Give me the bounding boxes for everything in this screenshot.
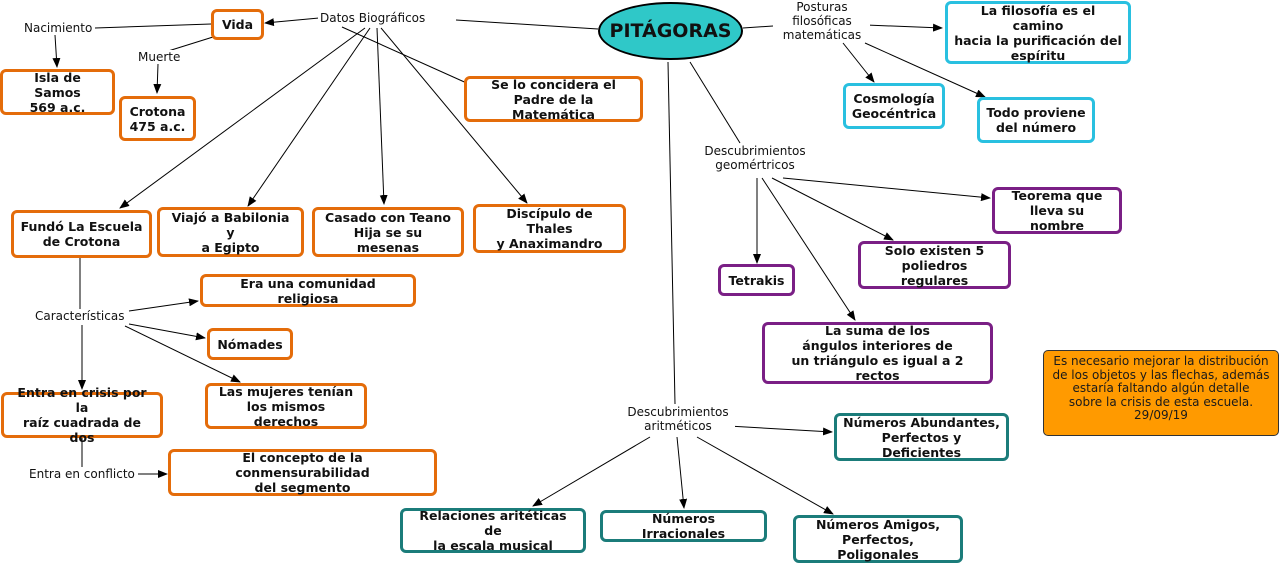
node-isla-samos[interactable]: Isla de Samos 569 a.c.	[0, 69, 115, 115]
label-entra-en-conflicto: Entra en conflicto	[27, 467, 137, 481]
node-comunidad-religiosa[interactable]: Era una comunidad religiosa	[200, 274, 416, 307]
note-callout: Es necesario mejorar la distribución de …	[1043, 350, 1279, 436]
node-poliedros[interactable]: Solo existen 5 poliedros regulares	[858, 241, 1011, 289]
node-vida[interactable]: Vida	[211, 9, 264, 40]
edge-muerte-crotona	[153, 63, 162, 94]
node-relaciones[interactable]: Relaciones aritéticas de la escala music…	[400, 508, 586, 553]
node-conmensurabilidad[interactable]: El concepto de la conmensurabilidad del …	[168, 449, 437, 496]
node-todo-numero[interactable]: Todo proviene del número	[977, 97, 1095, 143]
node-viajo[interactable]: Viajó a Babilonia y a Egipto	[157, 207, 304, 257]
edge-posturas-todo	[864, 42, 986, 98]
node-teorema[interactable]: Teorema que lleva su nombre	[992, 187, 1122, 234]
node-crotona[interactable]: Crotona 475 a.c.	[119, 96, 196, 141]
node-amigos[interactable]: Números Amigos, Perfectos, Poligonales	[793, 515, 963, 563]
edge-ar-amigos	[696, 436, 834, 515]
label-datos-biograficos: Datos Biográficos	[318, 11, 428, 25]
node-tetrakis[interactable]: Tetrakis	[718, 264, 795, 296]
edge-datos-fundo	[119, 27, 366, 209]
label-muerte: Muerte	[136, 50, 183, 64]
node-irracionales[interactable]: Números Irracionales	[600, 510, 767, 542]
edge-car-comunidad	[128, 298, 199, 312]
edge-datos-vida	[264, 17, 320, 27]
label-caracteristicas: Características	[33, 309, 127, 323]
edge-datos-viajo	[247, 27, 371, 207]
label-desc-geometricos: Descubrimientos geomértricos	[698, 144, 812, 172]
node-mujeres[interactable]: Las mujeres tenían los mismos derechos	[205, 383, 367, 429]
edge-main-datos	[455, 19, 599, 30]
edge-datos-padre	[341, 26, 481, 90]
edge-vida-muerte	[164, 36, 214, 53]
node-padre-matematica[interactable]: Se lo concidera el Padre de la Matemátic…	[464, 76, 643, 122]
edge-datos-casado	[376, 27, 388, 205]
node-cosmologia[interactable]: Cosmología Geocéntrica	[843, 83, 945, 129]
node-crisis[interactable]: Entra en crisis por la raíz cuadrada de …	[1, 385, 163, 445]
edge-geo-teorema	[782, 177, 991, 202]
edge-nacimiento-samos	[52, 34, 61, 68]
edge-car-nomades	[128, 323, 206, 341]
main-topic-node[interactable]: PITÁGORAS	[598, 2, 743, 60]
node-discipulo[interactable]: Discípulo de Thales y Anaximandro	[473, 204, 626, 253]
node-abundantes[interactable]: Números Abundantes, Perfectos y Deficien…	[834, 413, 1009, 461]
edge-main-aritmeticos	[667, 61, 676, 405]
node-fundo-escuela[interactable]: Fundó La Escuela de Crotona	[11, 210, 152, 258]
node-suma-angulos[interactable]: La suma de los ángulos interiores de un …	[762, 322, 993, 384]
node-nomades[interactable]: Nómades	[207, 328, 293, 360]
edge-vida-nacimiento	[94, 23, 212, 29]
edge-main-geometricos	[689, 61, 741, 144]
label-nacimiento: Nacimiento	[22, 21, 95, 35]
edge-geo-poliedros	[771, 177, 894, 241]
label-posturas: Posturas filosóficas matemáticas	[774, 0, 870, 42]
edge-posturas-cosmologia	[842, 42, 875, 83]
edge-car-mujeres	[124, 325, 241, 383]
edge-ar-relaciones	[532, 436, 651, 507]
edge-geo-suma	[761, 177, 856, 321]
edge-main-posturas	[742, 25, 774, 29]
node-filosofia[interactable]: La filosofía es el camino hacia la purif…	[945, 1, 1131, 64]
edge-posturas-filosofia	[865, 23, 943, 32]
node-casado[interactable]: Casado con Teano Hija se su mesenas	[312, 207, 464, 257]
edge-ar-irracionales	[676, 436, 688, 509]
edge-datos-discipulo	[380, 27, 528, 204]
label-desc-aritmeticos: Descubrimientos aritméticos	[621, 405, 735, 433]
